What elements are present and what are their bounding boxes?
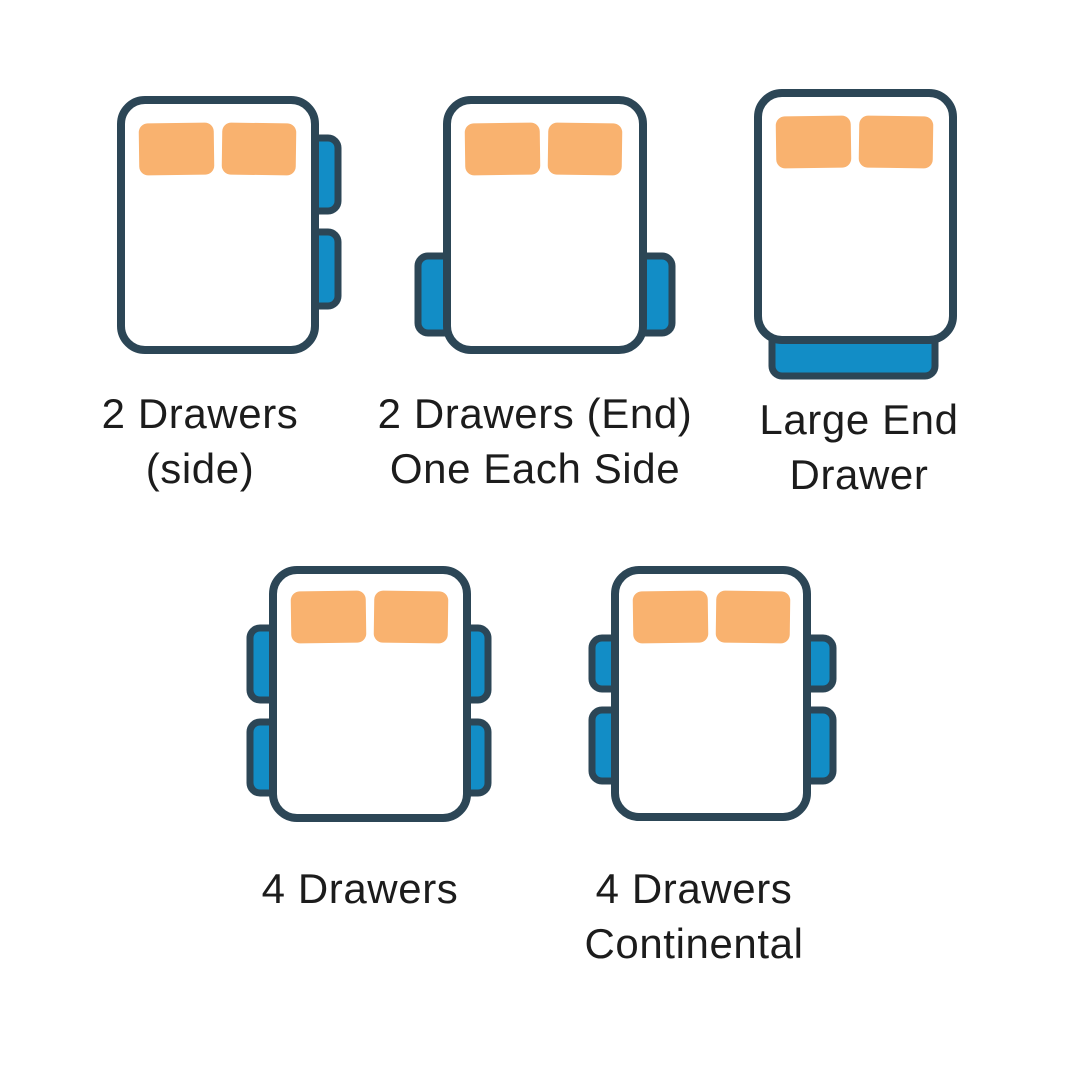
bed-label-line: (side) [145, 445, 255, 492]
pillow [290, 590, 367, 644]
bed-label-line: 2 Drawers (End) [377, 390, 693, 437]
bed-label-line: 2 Drawers [101, 390, 299, 437]
bed-diagram-2-drawers-side [117, 96, 342, 354]
bed-diagram-large-end-drawer [754, 89, 957, 380]
pillow [464, 122, 541, 176]
bed-diagram-2-drawers-end-one-each-side [414, 96, 676, 354]
bed-diagram-4-drawers-continental [588, 566, 837, 821]
bed-label-line: 4 Drawers [595, 865, 793, 912]
pillow [858, 115, 934, 169]
bed-label-line: One Each Side [389, 445, 681, 492]
bed-diagram-4-drawers [246, 566, 492, 822]
bed-label-2-drawers-end-one-each-side: 2 Drawers (End) One Each Side [378, 386, 693, 496]
pillow [775, 115, 852, 169]
pillow [632, 590, 709, 644]
pillow [373, 590, 449, 644]
pillow [221, 122, 297, 176]
bed-label-line: Large End [759, 396, 959, 443]
pillow [547, 122, 623, 176]
bed-label-4-drawers: 4 Drawers [262, 861, 459, 916]
bed-label-2-drawers-side: 2 Drawers (side) [102, 386, 299, 496]
bed-label-line: Continental [584, 920, 804, 967]
pillow [138, 122, 215, 176]
bed-label-line: Drawer [789, 451, 929, 498]
bed-label-line: 4 Drawers [261, 865, 459, 912]
pillow [715, 590, 791, 644]
